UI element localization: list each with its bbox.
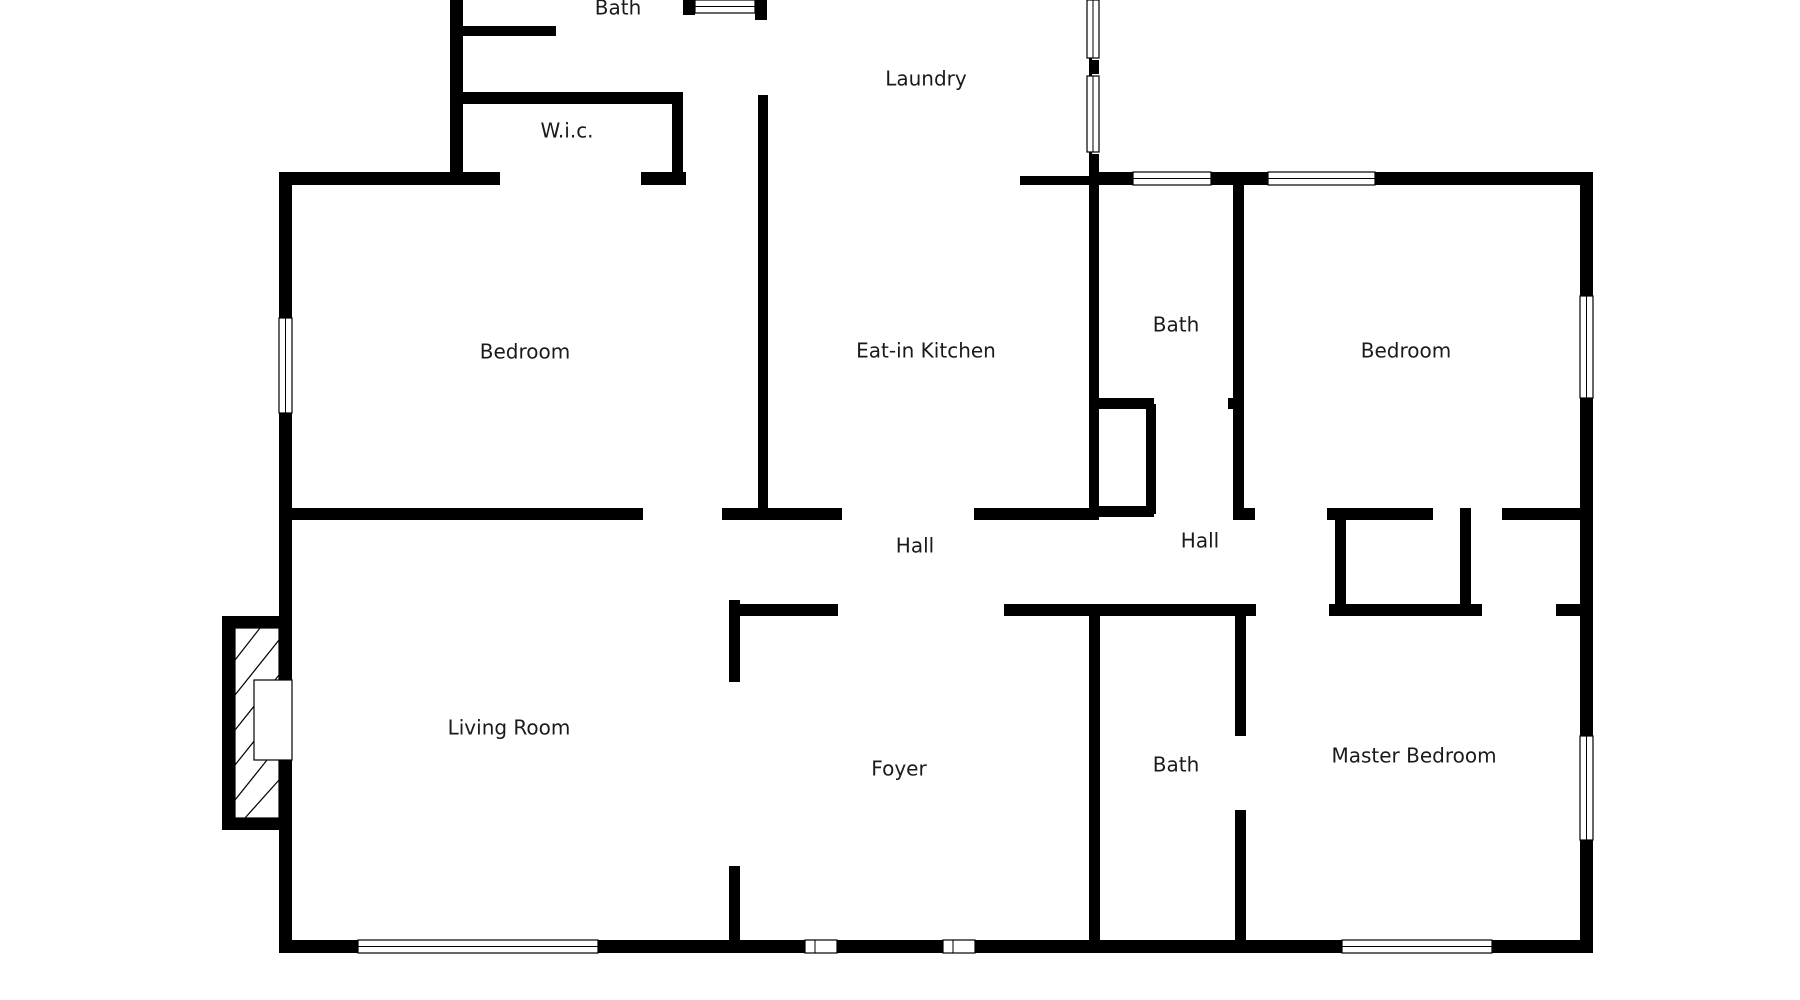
room-label-foyer: Foyer [871,757,927,781]
room-label-living: Living Room [448,716,571,740]
interior-walls [279,178,1593,953]
window-left-bedroom [278,317,293,414]
room-label-wic: W.i.c. [540,119,593,143]
room-label-kitchen: Eat-in Kitchen [856,339,996,363]
room-label-hall-right: Hall [1181,529,1219,553]
window-foyer-right [942,939,976,954]
window-bath-top [1132,171,1212,186]
window-master-bottom [1341,939,1493,954]
room-label-bath-mid: Bath [1153,313,1200,337]
windows [278,0,1594,954]
window-foyer-left [804,939,838,954]
window-upper-bath [694,0,756,14]
window-laundry-upper [1086,0,1100,59]
room-label-laundry: Laundry [885,67,967,91]
room-label-hall-left: Hall [896,534,934,558]
outer-walls [222,172,1593,953]
room-label-bath-lower: Bath [1153,753,1200,777]
window-laundry-lower [1086,75,1100,153]
window-right-bedroom [1579,295,1594,399]
window-bedroom-top [1267,171,1376,186]
fireplace [234,627,293,819]
room-label-bedroom-right: Bedroom [1361,339,1451,363]
window-living-bottom [357,939,599,954]
upper-wing-walls [450,0,1099,518]
room-label-bedroom-left: Bedroom [480,340,570,364]
room-labels: Bath Laundry W.i.c. Bedroom Eat-in Kitch… [448,0,1497,781]
room-label-bath-top: Bath [595,0,642,20]
room-label-master: Master Bedroom [1331,744,1496,768]
window-master-right [1579,735,1594,841]
